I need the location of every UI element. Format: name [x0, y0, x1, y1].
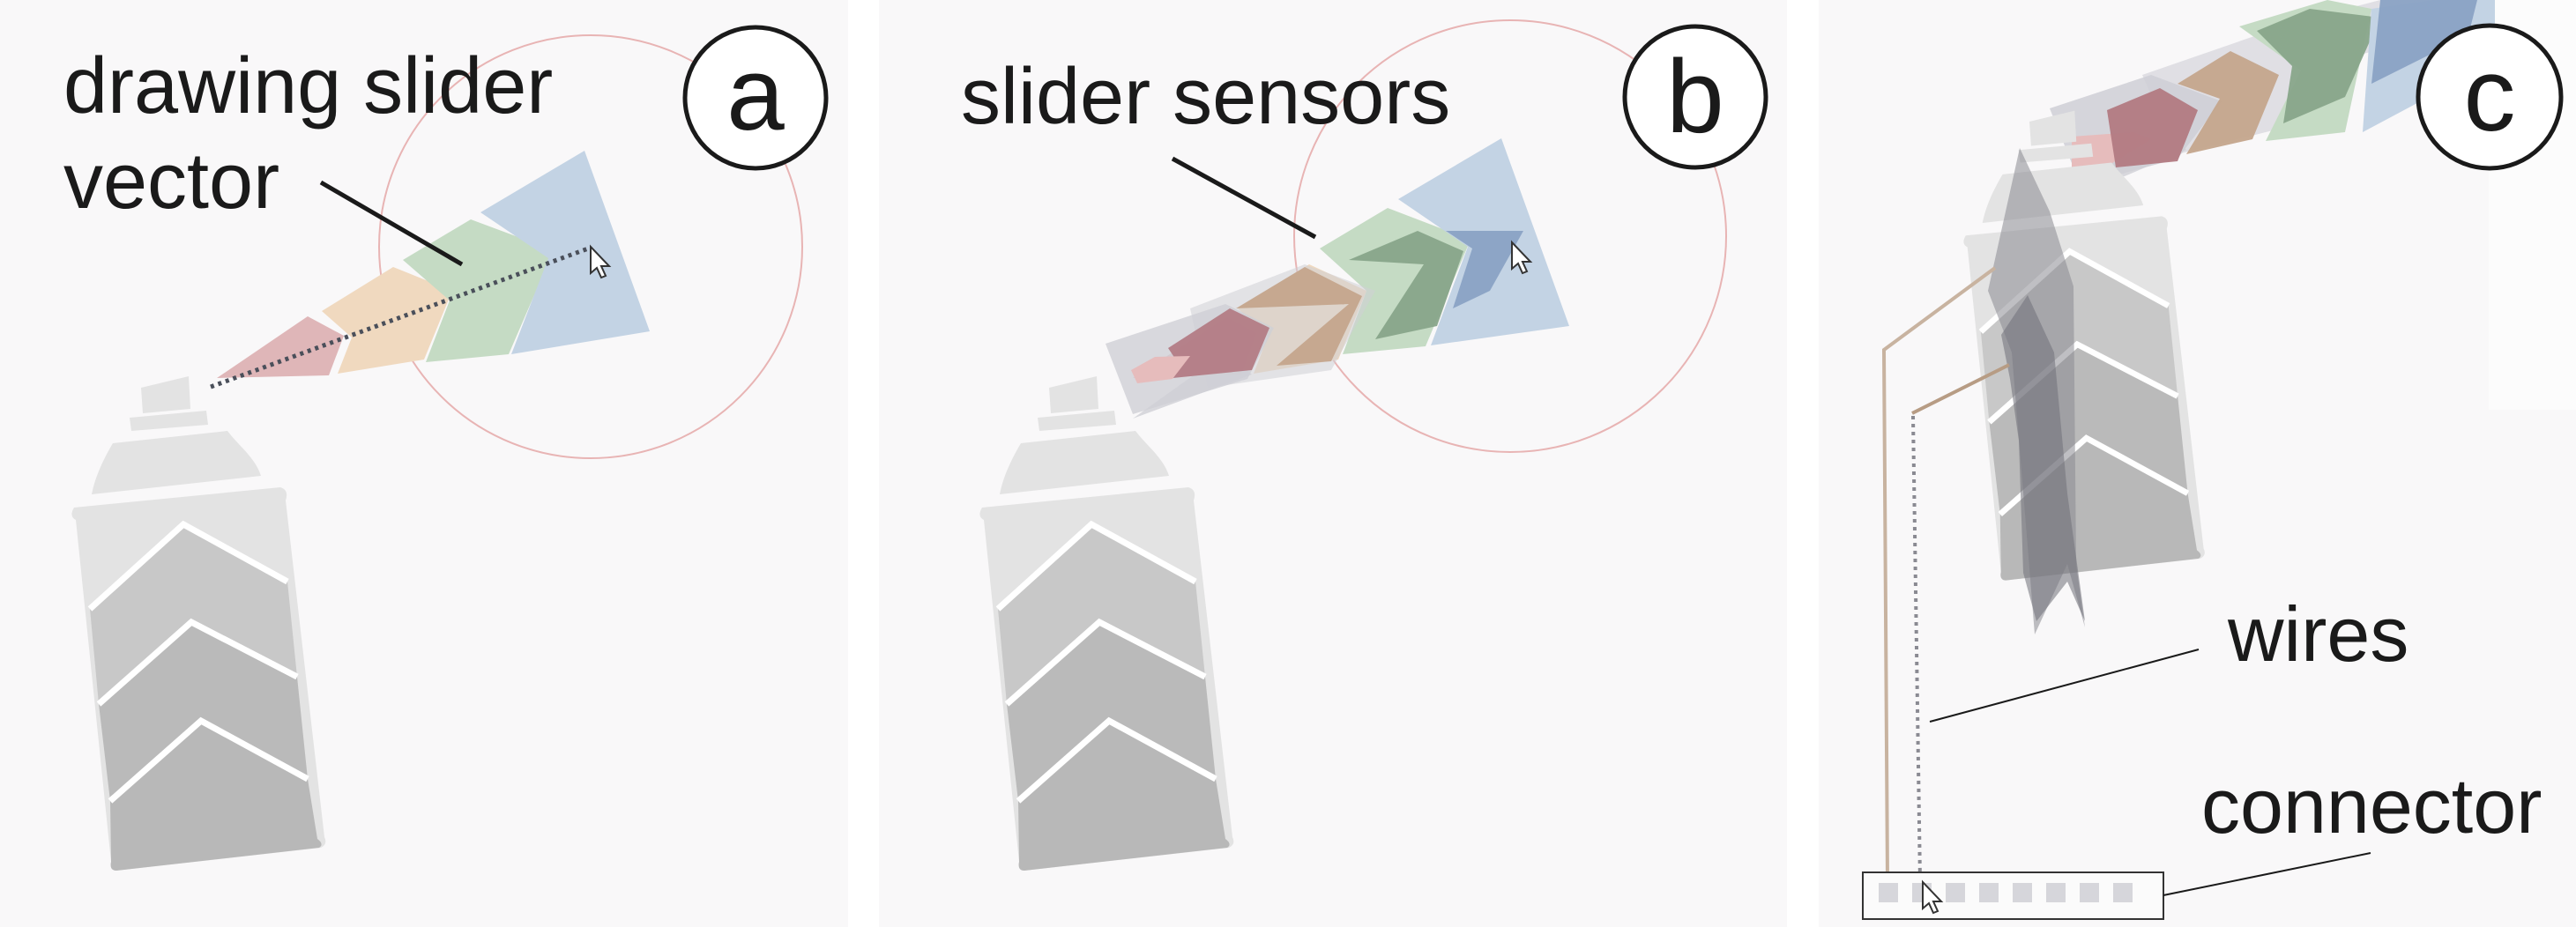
panel-c: wires connector c	[1862, 0, 2564, 920]
panel-badge-letter: b	[1666, 39, 1724, 155]
connector-pin[interactable]	[1946, 883, 1965, 902]
connector-pin[interactable]	[2080, 883, 2099, 902]
slider-segment-red	[217, 316, 344, 378]
connector-pin[interactable]	[2113, 883, 2133, 902]
connector-pin[interactable]	[2046, 883, 2066, 902]
callout-label: connector	[2201, 762, 2542, 849]
sensor-column-overlay-dark	[2001, 295, 2085, 621]
slider-segment-orange	[322, 267, 452, 374]
wire	[1881, 266, 1997, 882]
slider-range-circle	[1293, 19, 1727, 453]
wires[interactable]	[1881, 266, 2010, 882]
wire-dotted	[1911, 415, 1922, 882]
spray-can	[1963, 111, 2205, 634]
panel-badge: b	[1622, 24, 1768, 170]
callout-label-line2: vector	[63, 137, 279, 226]
panel-badge: c	[2416, 23, 2564, 171]
connector-pins	[1879, 883, 2133, 902]
connector[interactable]	[1862, 871, 2164, 920]
sensor-green	[2257, 9, 2380, 123]
slider-vector[interactable]	[210, 151, 650, 389]
callout-label-line1: drawing slider	[63, 42, 553, 130]
callout-leader-line	[2163, 852, 2371, 896]
wire	[1911, 363, 2010, 415]
connector-pin[interactable]	[1879, 883, 1898, 902]
sensor-green	[1349, 231, 1463, 339]
slider-segment-green	[403, 219, 554, 362]
connector-pin[interactable]	[1979, 883, 1999, 902]
sensor-blue	[2371, 0, 2477, 84]
callout-label: wires	[2227, 590, 2408, 678]
callout-leader-line	[319, 180, 464, 267]
panel-badge: a	[682, 25, 829, 171]
sensor-pink	[1131, 356, 1190, 383]
sensor-blue	[1446, 231, 1523, 308]
connector-pin[interactable]	[2013, 883, 2032, 902]
sensor-tan	[1236, 267, 1362, 366]
sensor-red	[2107, 88, 2198, 167]
sensor-tan	[2178, 51, 2279, 154]
callout-leader-line	[1929, 649, 2200, 723]
panel-a: drawing slider vector a	[63, 25, 829, 871]
callout-leader-line	[1171, 156, 1317, 240]
panel-b: slider sensors b	[961, 19, 1768, 871]
slider-range-circle	[378, 34, 803, 459]
panel-badge-letter: a	[726, 36, 785, 152]
callout-label: slider sensors	[961, 53, 1450, 141]
slider-sensors[interactable]	[1106, 138, 1569, 419]
slider-segment-blue	[480, 151, 650, 354]
panel-badge-letter: c	[2464, 37, 2516, 153]
